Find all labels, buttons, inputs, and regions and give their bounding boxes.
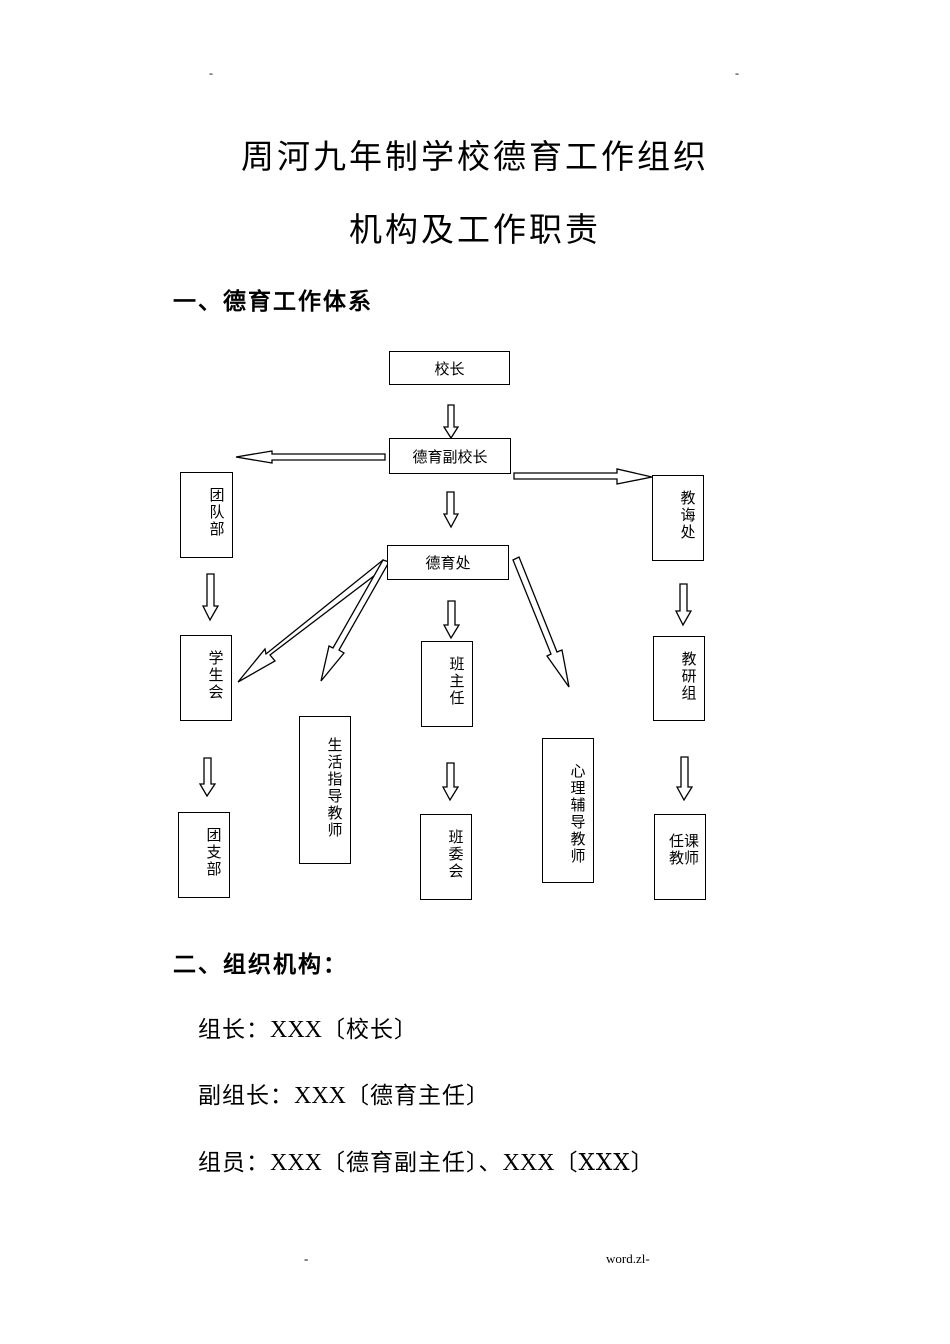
org-box-class-committee: 班委会 xyxy=(420,814,472,900)
member-separator: 、 xyxy=(478,1150,503,1176)
member-name: XXX xyxy=(294,1083,346,1109)
org-box-head-teacher: 班主任 xyxy=(421,641,473,727)
org-box-moral-office: 德育处 xyxy=(387,545,509,580)
org-label-class-committee: 班委会 xyxy=(448,828,464,880)
org-box-teaching-research-group: 教研组 xyxy=(653,636,705,721)
member-name-2: XXX xyxy=(502,1150,555,1176)
arrow-head-teacher-to-committee xyxy=(441,762,460,802)
arrow-youth-dept-to-union xyxy=(201,573,220,622)
header-right-mark: - xyxy=(735,66,739,80)
org-label-league-branch: 团支部 xyxy=(206,826,222,878)
member-title-2: 〔XXX〕 xyxy=(554,1150,655,1176)
member-row-deputy-leader: 副组长：XXX〔德育主任〕 xyxy=(198,1076,490,1110)
member-name: XXX xyxy=(270,1150,322,1176)
member-title: 〔德育主任〕 xyxy=(346,1083,490,1109)
member-title: 〔德育副主任〕 xyxy=(322,1150,479,1176)
arrow-vice-to-teaching-office xyxy=(513,468,653,485)
arrow-office-to-head-teacher xyxy=(442,600,461,640)
arrow-office-to-union xyxy=(237,559,388,683)
org-box-life-guidance-teacher: 生活指导教师 xyxy=(299,716,351,864)
footer-right-text: word.zl- xyxy=(606,1251,650,1266)
arrow-research-to-subject-teacher xyxy=(675,756,694,802)
arrow-teaching-office-to-research xyxy=(674,583,693,627)
member-title: 〔校长〕 xyxy=(322,1017,418,1043)
member-role: 副组长： xyxy=(198,1083,294,1109)
arrow-vice-to-youth-dept xyxy=(235,450,386,464)
section-heading-organization: 二、组织机构： xyxy=(173,952,348,978)
org-label-psych-counseling-teacher: 心理辅导教师 xyxy=(570,762,586,865)
org-box-principal: 校长 xyxy=(389,351,510,385)
org-label-youth-league-dept: 团队部 xyxy=(209,486,225,538)
org-label-teaching-office: 教诲处 xyxy=(680,489,696,541)
org-label-student-union: 学生会 xyxy=(208,649,224,701)
member-row-leader: 组长：XXX〔校长〕 xyxy=(198,1010,418,1044)
arrow-union-to-branch xyxy=(198,757,217,798)
arrow-office-to-psych-teacher xyxy=(512,556,570,688)
org-box-teaching-office: 教诲处 xyxy=(652,475,704,561)
member-role: 组员： xyxy=(198,1150,270,1176)
org-box-psych-counseling-teacher: 心理辅导教师 xyxy=(542,738,594,883)
footer-left-mark: - xyxy=(304,1251,309,1266)
member-name: XXX xyxy=(270,1017,322,1043)
arrow-principal-to-vice xyxy=(442,404,460,440)
org-box-vice-principal: 德育副校长 xyxy=(389,438,511,474)
header-left-mark: - xyxy=(209,66,213,80)
org-box-youth-league-dept: 团队部 xyxy=(180,472,233,558)
arrow-vice-to-office xyxy=(442,491,460,529)
arrow-office-to-life-teacher xyxy=(320,559,390,682)
org-label-subject-teacher: 任课教师 xyxy=(668,832,699,867)
org-box-student-union: 学生会 xyxy=(180,635,232,721)
org-box-league-branch: 团支部 xyxy=(178,812,230,898)
org-label-head-teacher: 班主任 xyxy=(449,655,465,707)
document-title-line1: 周河九年制学校德育工作组织 xyxy=(241,137,709,176)
member-role: 组长： xyxy=(198,1017,270,1043)
org-label-life-guidance-teacher: 生活指导教师 xyxy=(327,736,343,839)
org-box-subject-teacher: 任课教师 xyxy=(654,814,706,900)
org-label-teaching-research-group: 教研组 xyxy=(681,650,697,702)
document-title-line2: 机构及工作职责 xyxy=(349,210,601,249)
member-row-members: 组员：XXX〔德育副主任〕、XXX〔XXX〕 xyxy=(198,1143,655,1177)
section-heading-system: 一、德育工作体系 xyxy=(173,289,373,315)
